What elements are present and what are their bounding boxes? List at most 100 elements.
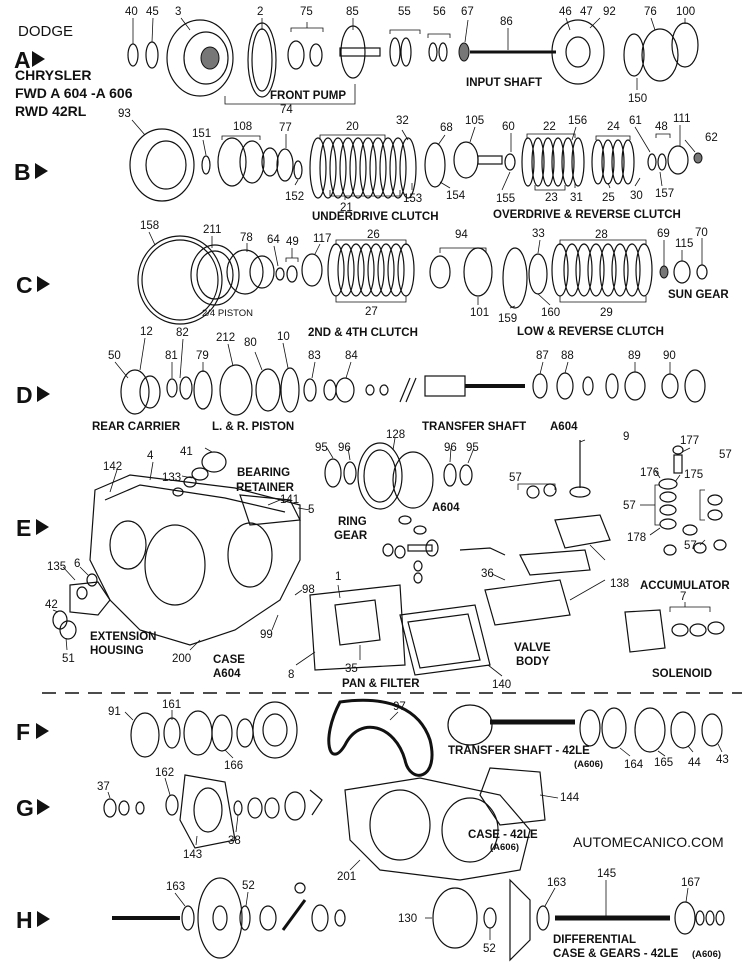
row-letter-c: C: [16, 272, 50, 298]
svg-text:35: 35: [345, 663, 358, 675]
svg-text:57: 57: [684, 540, 697, 552]
svg-text:64: 64: [267, 234, 280, 246]
svg-text:82: 82: [176, 327, 189, 339]
row-h-arrow-icon: [37, 911, 50, 927]
svg-text:98: 98: [302, 584, 315, 596]
label-valve-body-1: VALVE: [514, 642, 551, 654]
row-letter-b: B: [14, 159, 48, 185]
svg-text:33: 33: [532, 228, 545, 240]
label-extension-housing-2: HOUSING: [90, 645, 144, 657]
svg-text:22: 22: [543, 121, 556, 133]
row-letter-f: F: [16, 719, 49, 745]
svg-text:165: 165: [654, 757, 673, 769]
svg-text:200: 200: [172, 653, 191, 665]
label-overdrive-reverse-clutch: OVERDRIVE & REVERSE CLUTCH: [493, 209, 681, 221]
svg-text:4: 4: [147, 450, 154, 462]
svg-text:138: 138: [610, 578, 629, 590]
svg-text:48: 48: [655, 121, 668, 133]
row-c-arrow-icon: [37, 276, 50, 292]
label-a604-d: A604: [550, 421, 578, 433]
svg-text:30: 30: [630, 190, 643, 202]
row-e-arrow-icon: [36, 519, 49, 535]
svg-text:57: 57: [719, 449, 732, 461]
svg-text:163: 163: [547, 877, 566, 889]
svg-text:52: 52: [483, 943, 496, 955]
svg-text:10: 10: [277, 331, 290, 343]
svg-text:143: 143: [183, 849, 202, 861]
svg-text:23: 23: [545, 192, 558, 204]
svg-text:177: 177: [680, 435, 699, 447]
svg-text:133: 133: [162, 472, 181, 484]
label-front-pump: FRONT PUMP: [270, 90, 346, 102]
svg-text:61: 61: [629, 115, 642, 127]
svg-text:95: 95: [315, 442, 328, 454]
svg-text:83: 83: [308, 350, 321, 362]
label-low-reverse-clutch: LOW & REVERSE CLUTCH: [517, 326, 664, 338]
label-solenoid: SOLENOID: [652, 668, 712, 680]
row-d-arrow-icon: [37, 386, 50, 402]
label-accumulator: ACCUMULATOR: [640, 580, 730, 592]
svg-text:68: 68: [440, 122, 453, 134]
row-b-parts: 93 151 108 77 20 32 68 105 60 22 156 24 …: [118, 108, 718, 223]
svg-text:115: 115: [675, 238, 693, 250]
svg-text:3: 3: [175, 6, 181, 18]
svg-text:142: 142: [103, 461, 122, 473]
svg-text:F: F: [16, 719, 30, 745]
svg-text:55: 55: [398, 6, 411, 18]
svg-text:87: 87: [536, 350, 549, 362]
row-letter-d: D: [16, 382, 50, 408]
svg-text:152: 152: [285, 191, 304, 203]
svg-text:70: 70: [695, 227, 708, 239]
svg-text:38: 38: [228, 835, 241, 847]
svg-text:157: 157: [655, 188, 674, 200]
svg-text:81: 81: [165, 350, 178, 362]
label-differential-2: CASE & GEARS - 42LE: [553, 948, 679, 960]
svg-text:154: 154: [446, 190, 466, 202]
label-transfer-shaft-42le: TRANSFER SHAFT - 42LE: [448, 745, 590, 757]
label-sun-gear: SUN GEAR: [668, 289, 729, 301]
svg-text:150: 150: [628, 93, 647, 105]
svg-text:101: 101: [470, 307, 489, 319]
model-line-3: RWD 42RL: [15, 103, 87, 119]
svg-text:44: 44: [688, 757, 701, 769]
svg-text:47: 47: [580, 6, 593, 18]
svg-text:95: 95: [466, 442, 479, 454]
svg-text:130: 130: [398, 913, 417, 925]
brand-title: DODGE: [18, 23, 73, 40]
svg-text:G: G: [16, 795, 34, 821]
svg-text:B: B: [14, 159, 31, 185]
svg-text:75: 75: [300, 6, 313, 18]
label-case-42le: CASE - 42LE: [468, 829, 538, 841]
label-transfer-shaft: TRANSFER SHAFT: [422, 421, 526, 433]
svg-text:160: 160: [541, 307, 560, 319]
svg-text:211: 211: [203, 224, 221, 236]
row-a-parts: 40 45 3 2 75 85 55 56 67 86 46 47 92 76 …: [125, 6, 699, 116]
svg-text:85: 85: [346, 6, 359, 18]
label-ring-gear-2: GEAR: [334, 530, 368, 542]
svg-text:H: H: [16, 907, 33, 933]
label-extension-housing-1: EXTENSION: [90, 631, 156, 643]
svg-text:88: 88: [561, 350, 574, 362]
svg-text:90: 90: [663, 350, 676, 362]
svg-text:78: 78: [240, 232, 253, 244]
svg-text:97: 97: [393, 701, 406, 713]
svg-text:5: 5: [308, 504, 314, 516]
row-g-parts: 37 162 143 38 201 144 CASE - 42LE (A606)…: [97, 767, 724, 883]
svg-text:89: 89: [628, 350, 641, 362]
svg-text:57: 57: [509, 472, 522, 484]
svg-text:36: 36: [481, 568, 494, 580]
svg-text:167: 167: [681, 877, 700, 889]
svg-text:C: C: [16, 272, 33, 298]
label-2-4-piston: 2/4 PISTON: [202, 308, 253, 319]
row-e-parts: 41 142 4 133 141 5 95 96 128 96 95 57 17…: [45, 429, 732, 691]
svg-text:86: 86: [500, 16, 513, 28]
label-a604-e: A604: [432, 502, 460, 514]
svg-text:40: 40: [125, 6, 138, 18]
svg-text:212: 212: [216, 332, 235, 344]
model-line-2: FWD A 604 -A 606: [15, 85, 133, 101]
svg-text:A: A: [14, 47, 31, 73]
label-valve-body-2: BODY: [516, 656, 550, 668]
row-a-arrow-icon: [32, 51, 45, 67]
svg-text:91: 91: [108, 706, 121, 718]
